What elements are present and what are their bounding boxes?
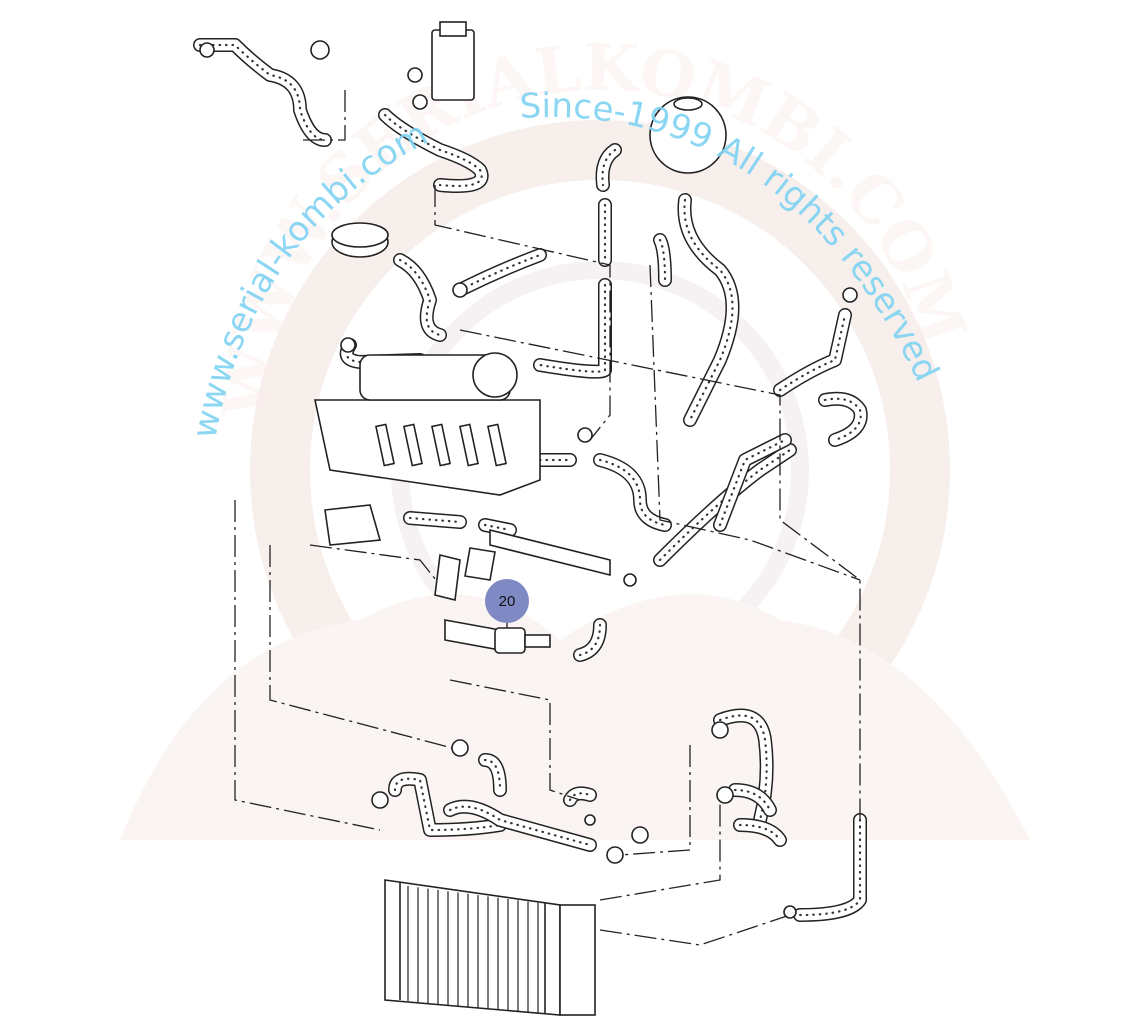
hose <box>773 308 852 397</box>
hose <box>443 799 597 852</box>
hose <box>478 753 507 797</box>
callout-20[interactable]: 20 <box>485 579 529 628</box>
hose <box>393 253 447 342</box>
hose <box>563 786 597 807</box>
callout-badge <box>485 579 529 623</box>
parts <box>199 21 858 1016</box>
hose <box>533 278 612 379</box>
hose <box>573 618 607 662</box>
hose <box>653 233 672 287</box>
hose <box>403 511 467 529</box>
injector <box>487 423 507 467</box>
hose <box>818 391 868 447</box>
callout-label: 20 <box>499 593 516 610</box>
injector <box>375 423 395 467</box>
hose <box>378 108 489 193</box>
leader-lines <box>234 90 861 946</box>
hose <box>713 433 792 532</box>
radiator <box>384 879 596 1016</box>
injector <box>403 423 423 467</box>
hose <box>593 453 672 532</box>
hose <box>653 443 797 567</box>
watermark-emblem: WWW.SERIALKOMBI.COM <box>120 30 1030 840</box>
hose <box>733 818 787 847</box>
hose <box>193 38 332 147</box>
hoses <box>193 38 868 922</box>
hose <box>478 518 517 537</box>
hose <box>728 783 777 817</box>
hose <box>677 193 740 427</box>
hose <box>453 248 547 297</box>
injector <box>459 423 479 467</box>
injector <box>431 423 451 467</box>
hose <box>388 771 507 837</box>
hose <box>793 813 867 922</box>
hose <box>595 143 622 192</box>
